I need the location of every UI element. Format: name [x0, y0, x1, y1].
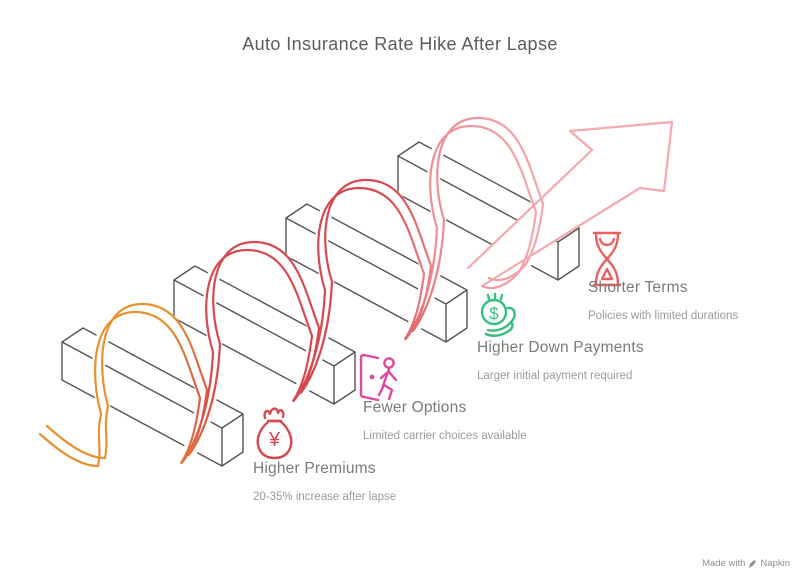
door-exit-icon	[359, 353, 398, 402]
napkin-pen-icon	[749, 559, 757, 568]
ribbon-wave-2	[205, 248, 327, 403]
iso-blocks	[61, 141, 580, 467]
step-2-title: Fewer Options	[363, 399, 467, 416]
step-4-description: Policies with limited durations	[588, 310, 739, 322]
watermark-brand: Napkin	[760, 558, 790, 569]
ribbon-wave-4	[429, 124, 538, 290]
ribbon-wave-3	[317, 186, 439, 341]
arrow-shaft	[466, 148, 642, 288]
step-1-description: 20-35% increase after lapse	[253, 491, 397, 503]
arrow-shaft-fill	[468, 150, 640, 286]
iso-block-4	[397, 141, 580, 281]
watermark: Made with Napkin	[702, 558, 790, 569]
iso-block-3	[285, 203, 468, 343]
hand-money-icon: $	[480, 292, 516, 337]
growth-arrow	[466, 120, 674, 288]
hand-money-dollar-glyph: $	[489, 304, 499, 323]
step-1-title: Higher Premiums	[253, 460, 376, 477]
arrow-head-fill	[570, 122, 672, 191]
money-bag-icon: ¥	[256, 407, 293, 460]
hourglass-icon	[592, 231, 622, 287]
step-2-description: Limited carrier choices available	[363, 430, 527, 442]
arrow-fill	[468, 122, 672, 286]
step-3-description: Larger initial payment required	[477, 370, 633, 382]
ribbon-wave-1	[38, 310, 215, 468]
step-2-label: Fewer Options Limited carrier choices av…	[363, 399, 527, 442]
watermark-prefix: Made with	[702, 558, 746, 569]
money-bag-currency-glyph: ¥	[268, 429, 281, 451]
ribbon-back-edge	[45, 116, 545, 460]
arrow-head	[568, 120, 674, 193]
step-3-title: Higher Down Payments	[477, 339, 644, 356]
step-4-title: Shorter Terms	[588, 279, 688, 296]
step-4-label: Shorter Terms Policies with limited dura…	[588, 279, 738, 322]
iso-block-2	[173, 265, 356, 405]
step-1-label: Higher Premiums 20-35% increase after la…	[253, 460, 396, 503]
step-3-label: Higher Down Payments Larger initial paym…	[477, 339, 644, 382]
ribbon-front-edge	[38, 124, 538, 468]
page-title: Auto Insurance Rate Hike After Lapse	[242, 34, 558, 54]
iso-block-1	[61, 327, 244, 467]
